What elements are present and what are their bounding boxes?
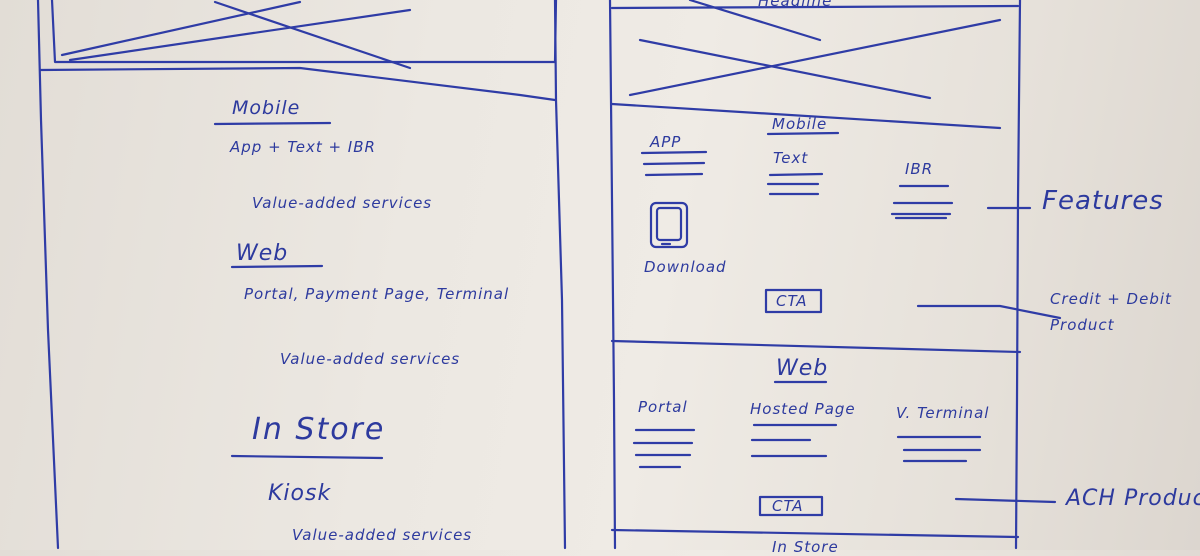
cta-box-1: [764, 288, 823, 314]
cta-label-1[interactable]: CTA: [776, 292, 808, 310]
phone-screen: [655, 206, 683, 242]
left-web-heading: Web: [236, 241, 289, 266]
credit-debit-connector: [916, 304, 1062, 320]
col-hosted-label: Hosted Page: [750, 400, 856, 418]
right-frame-left-edge: [608, 0, 617, 550]
right-web-heading: Web: [776, 356, 829, 381]
divider-mobile-web: [610, 339, 1022, 354]
download-label: Download: [644, 258, 727, 276]
left-kiosk: Kiosk: [268, 481, 332, 506]
col-app-label: APP: [650, 133, 682, 151]
divider-web-store: [610, 528, 1020, 539]
hosted-lines: [750, 423, 838, 458]
right-hero-bottom: [610, 102, 1002, 130]
col-portal-label: Portal: [638, 398, 688, 416]
left-mobile-heading: Mobile: [232, 97, 301, 119]
app-lines: [640, 150, 708, 177]
left-web-underline: [230, 264, 324, 269]
credit-debit-annotation: Credit + Debit Product: [1050, 290, 1172, 334]
left-kiosk-services: Value-added services: [292, 526, 473, 544]
left-mobile-underline: [213, 121, 332, 126]
right-hero-x3: [688, 0, 822, 42]
cta-box-2: [758, 495, 824, 517]
right-hero-top: [610, 4, 1020, 10]
features-annotation: Features: [1042, 186, 1164, 216]
left-web-line: Portal, Payment Page, Terminal: [244, 285, 510, 303]
left-mobile-line: App + Text + IBR: [230, 138, 376, 156]
left-hero-x2: [213, 0, 412, 70]
cta-label-2[interactable]: CTA: [772, 497, 804, 515]
left-frame-left-edge: [36, 0, 60, 550]
right-mobile-heading: Mobile: [772, 115, 828, 133]
ibr-lines: [890, 184, 954, 220]
vterminal-lines: [896, 435, 982, 463]
col-ibr-label: IBR: [905, 160, 934, 178]
col-text-label: Text: [773, 149, 809, 167]
left-hero-x3: [68, 8, 412, 62]
right-hero-x2: [638, 38, 932, 100]
phone-icon: [649, 201, 689, 249]
left-mobile-services: Value-added services: [252, 194, 433, 212]
left-hero-x1: [60, 0, 302, 57]
col-vterminal-label: V. Terminal: [896, 404, 990, 422]
text-lines: [766, 172, 824, 196]
left-frame-right-edge: [553, 0, 567, 550]
right-frame-right-edge: [1014, 0, 1022, 550]
left-instore-heading: In Store: [252, 412, 386, 447]
ach-connector: [954, 497, 1057, 504]
ach-annotation: ACH Product: [1066, 486, 1200, 511]
right-top-label: Headline: [758, 0, 833, 10]
right-hero-x1: [628, 18, 1002, 97]
left-instore-underline: [230, 454, 384, 460]
portal-lines: [632, 428, 696, 469]
left-web-services: Value-added services: [280, 350, 461, 368]
left-hero-box: [50, 0, 558, 64]
left-hero-bottom: [38, 66, 557, 102]
right-mobile-underline: [766, 131, 840, 136]
right-bottom-partial: In Store: [772, 538, 839, 556]
